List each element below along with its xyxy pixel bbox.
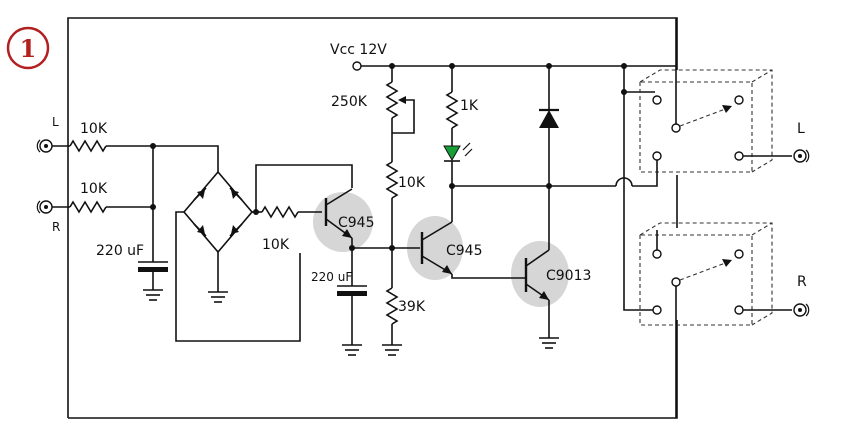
capacitor-mid-label: 220 uF — [311, 270, 352, 284]
q1-halo — [313, 192, 373, 252]
capacitor-left-label: 220 uF — [96, 243, 144, 259]
ground-divider — [382, 344, 402, 356]
transistor-q3-label: C9013 — [546, 268, 591, 284]
transistor-q2 — [420, 221, 453, 275]
figure-number: 1 — [20, 34, 37, 63]
resistor-input-left-label: 10K — [80, 121, 108, 137]
potentiometer — [385, 81, 399, 119]
input-jack-left — [36, 139, 53, 153]
capacitor-left — [138, 261, 168, 301]
input-jack-right — [36, 200, 53, 214]
bridge-loop-wire — [175, 211, 301, 342]
relay-left — [639, 18, 792, 173]
figure-number-badge: 1 — [6, 26, 50, 70]
potentiometer-label: 250K — [331, 94, 368, 110]
resistor-led-label: 1K — [460, 98, 479, 114]
circuit-frame — [67, 17, 678, 419]
input-left-label: L — [52, 115, 59, 129]
resistor-input-right-label: 10K — [80, 181, 108, 197]
pot-wiper — [392, 99, 415, 134]
resistor-bottom-label: 39K — [398, 299, 426, 315]
output-jack-right — [793, 303, 810, 317]
resistor-input-left — [69, 139, 107, 153]
transistor-q3 — [524, 249, 550, 301]
input-right-label: R — [52, 220, 60, 234]
resistor-led — [445, 91, 459, 129]
wire-left-to-bridge — [106, 145, 219, 172]
output-jack-left — [793, 149, 810, 163]
bridge-rectifier — [182, 170, 254, 254]
relay-common-wire — [623, 66, 655, 311]
ground-q3 — [539, 337, 559, 349]
wire-to-q1-collector — [255, 164, 353, 212]
resistor-mid — [385, 161, 399, 199]
output-right-label: R — [797, 274, 807, 290]
relay-right — [639, 222, 792, 418]
resistor-bridge — [261, 205, 299, 219]
relay-left-coil-link — [640, 160, 658, 187]
resistor-mid-label: 10K — [398, 175, 426, 191]
capacitor-mid — [337, 285, 367, 356]
transistor-q1 — [324, 188, 353, 239]
transistor-q2-label: C945 — [446, 243, 483, 259]
ground-bridge — [208, 291, 228, 303]
flyback-diode — [539, 108, 559, 128]
output-left-label: L — [797, 121, 805, 137]
resistor-input-right — [69, 200, 107, 214]
led-indicator — [443, 142, 473, 162]
resistor-bridge-label: 10K — [262, 237, 290, 253]
vcc-label: Vcc 12V — [330, 42, 387, 58]
resistor-bottom — [385, 287, 399, 325]
transistor-q1-label: C945 — [338, 215, 375, 231]
q2-emitter-wire — [451, 274, 526, 279]
